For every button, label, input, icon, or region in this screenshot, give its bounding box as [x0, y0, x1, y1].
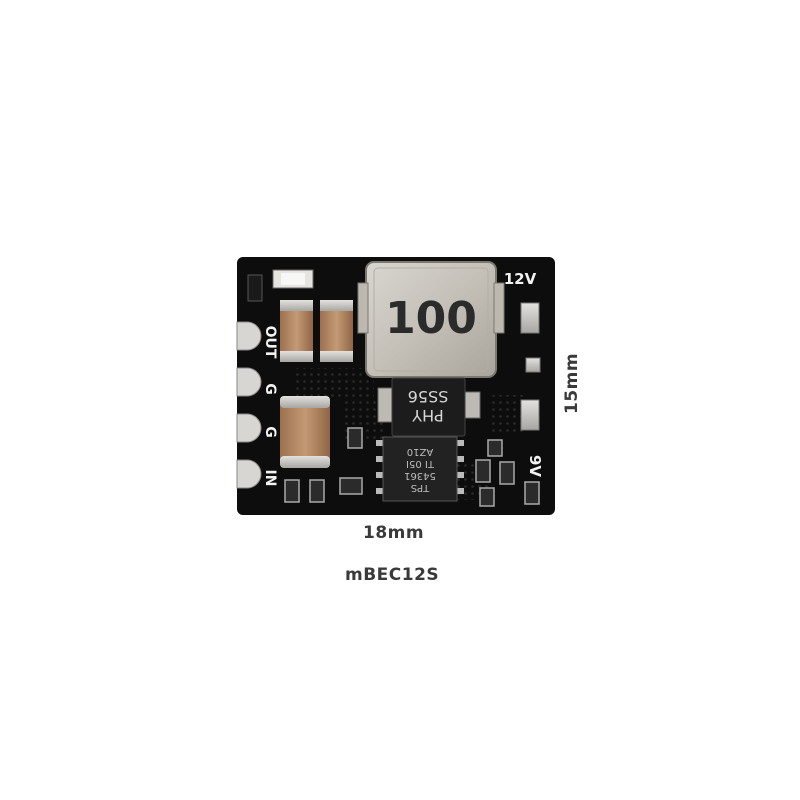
ic-marking-line2: 54361 [404, 470, 436, 481]
smd-resistors [284, 427, 540, 507]
silkscreen: 12V 9V OUT G G IN [262, 270, 544, 486]
silk-in: IN [262, 470, 278, 487]
castellated-pads [236, 321, 262, 489]
silk-12v: 12V [504, 270, 537, 288]
input-capacitor [280, 396, 330, 468]
silk-g2: G [262, 426, 278, 438]
ceramic-capacitor [320, 300, 353, 362]
silk-out: OUT [262, 326, 278, 359]
schottky-diode: PHY SS56 [377, 377, 481, 437]
ceramic-capacitor [280, 300, 313, 362]
product-name: mBEC12S [345, 565, 440, 585]
ic-marking-line1: TPS [411, 482, 431, 493]
led-indicator [247, 269, 314, 302]
buck-converter-ic: TPS 54361 TI 05I AZ10 [376, 436, 464, 502]
diode-marking-line1: PHY [412, 406, 444, 425]
ic-marking-line4: AZ10 [407, 446, 433, 457]
power-inductor: 100 [357, 261, 505, 378]
ic-marking-line3: TI 05I [406, 458, 435, 469]
output-select-pads [520, 302, 541, 431]
height-dimension-label: 15mm [562, 352, 582, 414]
diode-marking-line2: SS56 [408, 387, 449, 406]
inductor-marking: 100 [385, 293, 477, 344]
width-dimension-label: 18mm [363, 523, 425, 543]
silk-9v: 9V [526, 455, 544, 477]
silk-g1: G [262, 383, 278, 395]
